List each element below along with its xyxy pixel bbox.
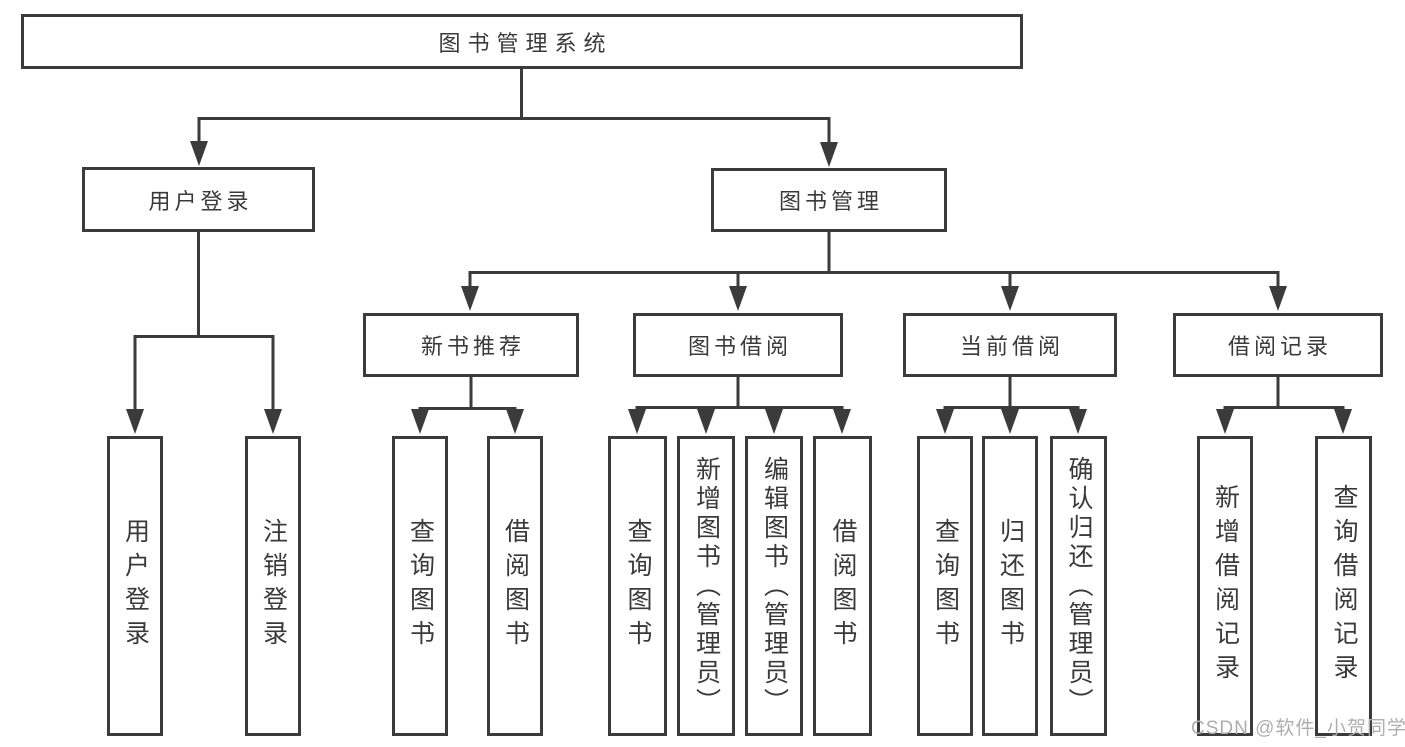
- leaf-cb-confirm-return-admin: 确认归还（管理员）: [1050, 436, 1107, 736]
- leaf-bb-borrow-books-label: 借阅图书: [829, 518, 857, 654]
- leaf-br-add-borrow-record: 新增借阅记录: [1197, 436, 1253, 736]
- node-borrow-records: 借阅记录: [1173, 313, 1383, 377]
- leaf-cb-query-books: 查询图书: [917, 436, 973, 736]
- leaf-cb-query-books-label: 查询图书: [931, 518, 960, 654]
- leaf-user-login-label: 用户登录: [121, 518, 150, 654]
- leaf-logout: 注销登录: [245, 436, 301, 736]
- leaf-bb-query-books: 查询图书: [608, 436, 667, 736]
- leaf-cb-return-books: 归还图书: [982, 436, 1038, 736]
- leaf-br-query-borrow-record: 查询借阅记录: [1315, 436, 1372, 736]
- leaf-bb-edit-books-admin: 编辑图书（管理员）: [745, 436, 803, 736]
- leaf-cb-return-books-label: 归还图书: [996, 518, 1025, 654]
- node-root: 图书管理系统: [21, 14, 1023, 69]
- leaf-nbr-query-books-label: 查询图书: [406, 518, 435, 654]
- leaf-bb-query-books-label: 查询图书: [624, 518, 652, 654]
- leaf-cb-confirm-return-admin-label: 确认归还（管理员）: [1065, 455, 1093, 717]
- leaf-br-query-borrow-record-label: 查询借阅记录: [1330, 484, 1358, 688]
- node-book-borrow: 图书借阅: [633, 313, 843, 377]
- node-new-book-recommend: 新书推荐: [363, 313, 579, 377]
- leaf-user-login: 用户登录: [107, 436, 163, 736]
- leaf-br-add-borrow-record-label: 新增借阅记录: [1211, 484, 1240, 688]
- node-user-login: 用户登录: [82, 167, 315, 232]
- leaf-bb-borrow-books: 借阅图书: [813, 436, 872, 736]
- leaf-bb-add-books-admin: 新增图书（管理员）: [677, 436, 735, 736]
- leaf-nbr-query-books: 查询图书: [392, 436, 448, 736]
- leaf-nbr-borrow-books: 借阅图书: [487, 436, 543, 736]
- leaf-logout-label: 注销登录: [259, 518, 288, 654]
- csdn-watermark: CSDN @软件_小贺同学: [1191, 718, 1405, 739]
- leaf-bb-edit-books-admin-label: 编辑图书（管理员）: [760, 455, 789, 717]
- node-book-management: 图书管理: [711, 168, 947, 232]
- leaf-nbr-borrow-books-label: 借阅图书: [501, 518, 530, 654]
- leaf-bb-add-books-admin-label: 新增图书（管理员）: [692, 455, 721, 717]
- node-current-borrow: 当前借阅: [903, 313, 1117, 377]
